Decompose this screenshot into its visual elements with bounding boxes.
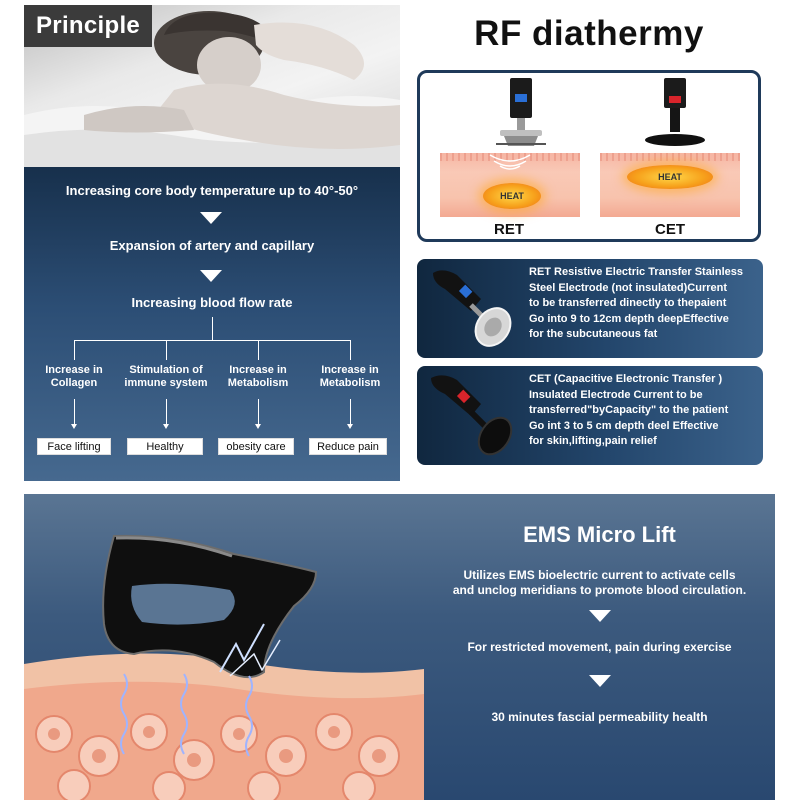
effect-line: Increase in (229, 364, 287, 376)
down-triangle-icon (589, 610, 611, 622)
down-triangle-icon (589, 675, 611, 687)
rf-title: RF diathermy (474, 14, 704, 53)
ems-device-illustration (24, 534, 424, 800)
principle-photo (24, 5, 400, 167)
ret-description-line: RET Resistive Electric Transfer Stainles… (529, 266, 743, 278)
effect-immune: Stimulation of immune system (121, 364, 211, 390)
ems-panel: EMS Micro Lift Utilizes EMS bioelectric … (24, 494, 775, 800)
ems-intro-line: Utilizes EMS bioelectric current to acti… (463, 568, 736, 582)
ems-intro-line: and unclog meridians to promote blood ci… (452, 583, 747, 597)
down-triangle-icon (200, 212, 222, 224)
principle-tag: Principle (24, 5, 152, 47)
branch-bar (74, 340, 350, 341)
ems-title: EMS Micro Lift (523, 522, 676, 547)
arrow-down-icon (163, 399, 169, 429)
step-artery-expansion: Expansion of artery and capillary (109, 238, 315, 253)
cet-skin-layer (600, 153, 740, 217)
branch-drop (74, 340, 75, 360)
effect-line: Increase in (321, 364, 379, 376)
ret-description-line: to be transferred dinectly to thepaient (529, 297, 727, 309)
cet-description-line: CET (Capacitive Electronic Transfer ) (529, 373, 723, 385)
arrow-down-icon (347, 399, 353, 429)
ret-description-line: Go into 9 to 12cm depth deepEffective (529, 312, 729, 325)
effect-collagen: Increase in Collagen (29, 364, 119, 390)
effect-line: immune system (124, 377, 208, 389)
effect-line: Metabolism (319, 377, 381, 389)
result-reduce-pain: Reduce pain (309, 438, 387, 455)
effect-line: Stimulation of (129, 364, 203, 376)
effect-line: Metabolism (227, 377, 289, 389)
cet-info-box: CET (Capacitive Electronic Transfer ) In… (417, 366, 763, 465)
cet-description-line: Go int 3 to 5 cm depth deel Effective (529, 419, 719, 432)
step-core-temperature: Increasing core body temperature up to 4… (65, 183, 359, 198)
down-triangle-icon (200, 270, 222, 282)
wave-icon (489, 154, 531, 170)
arrow-down-icon (255, 399, 261, 429)
cet-description: CET (Capacitive Electronic Transfer ) In… (529, 372, 761, 450)
effect-metabolism: Increase in Metabolism (213, 364, 303, 390)
result-face-lifting: Face lifting (37, 438, 111, 455)
ret-info-box: RET Resistive Electric Transfer Stainles… (417, 259, 763, 358)
branch-drop (258, 340, 259, 360)
rf-diagram-frame: HEAT RET HEAT CET (417, 70, 761, 242)
branch-drop (350, 340, 351, 360)
step-blood-flow: Increasing blood flow rate (131, 295, 293, 310)
branch-drop (166, 340, 167, 360)
ret-description-line: Steel Electrode (not insulated)Current (529, 281, 728, 294)
cet-handpiece-icon (431, 375, 513, 456)
ret-electrode-icon (496, 78, 546, 146)
effect-line: Collagen (50, 377, 98, 389)
cet-description-line: transferred"byCapacity" to the patient (529, 404, 729, 416)
arrow-down-icon (71, 399, 77, 429)
ret-handpiece-icon (433, 270, 512, 347)
ems-step-movement: For restricted movement, pain during exe… (467, 640, 732, 654)
ret-label: RET (494, 221, 524, 238)
ret-description: RET Resistive Electric Transfer Stainles… (529, 265, 761, 343)
ret-heat-zone: HEAT (483, 183, 541, 209)
ret-description-line: for the subcutaneous fat (529, 328, 658, 340)
cet-label: CET (655, 221, 685, 238)
cet-electrode-icon (645, 78, 705, 146)
result-healthy: Healthy (127, 438, 203, 455)
cet-description-line: for skin,lifting,pain relief (529, 435, 657, 447)
cet-description-line: Insulated Electrode Current to be (529, 388, 703, 401)
result-obesity-care: obesity care (218, 438, 294, 455)
branch-stem (212, 317, 213, 340)
effect-metabolism-2: Increase in Metabolism (305, 364, 395, 390)
principle-panel: Increasing core body temperature up to 4… (24, 167, 400, 481)
effect-line: Increase in (45, 364, 103, 376)
cet-heat-zone: HEAT (627, 165, 713, 189)
ems-step-health: 30 minutes fascial permeability health (491, 710, 708, 724)
